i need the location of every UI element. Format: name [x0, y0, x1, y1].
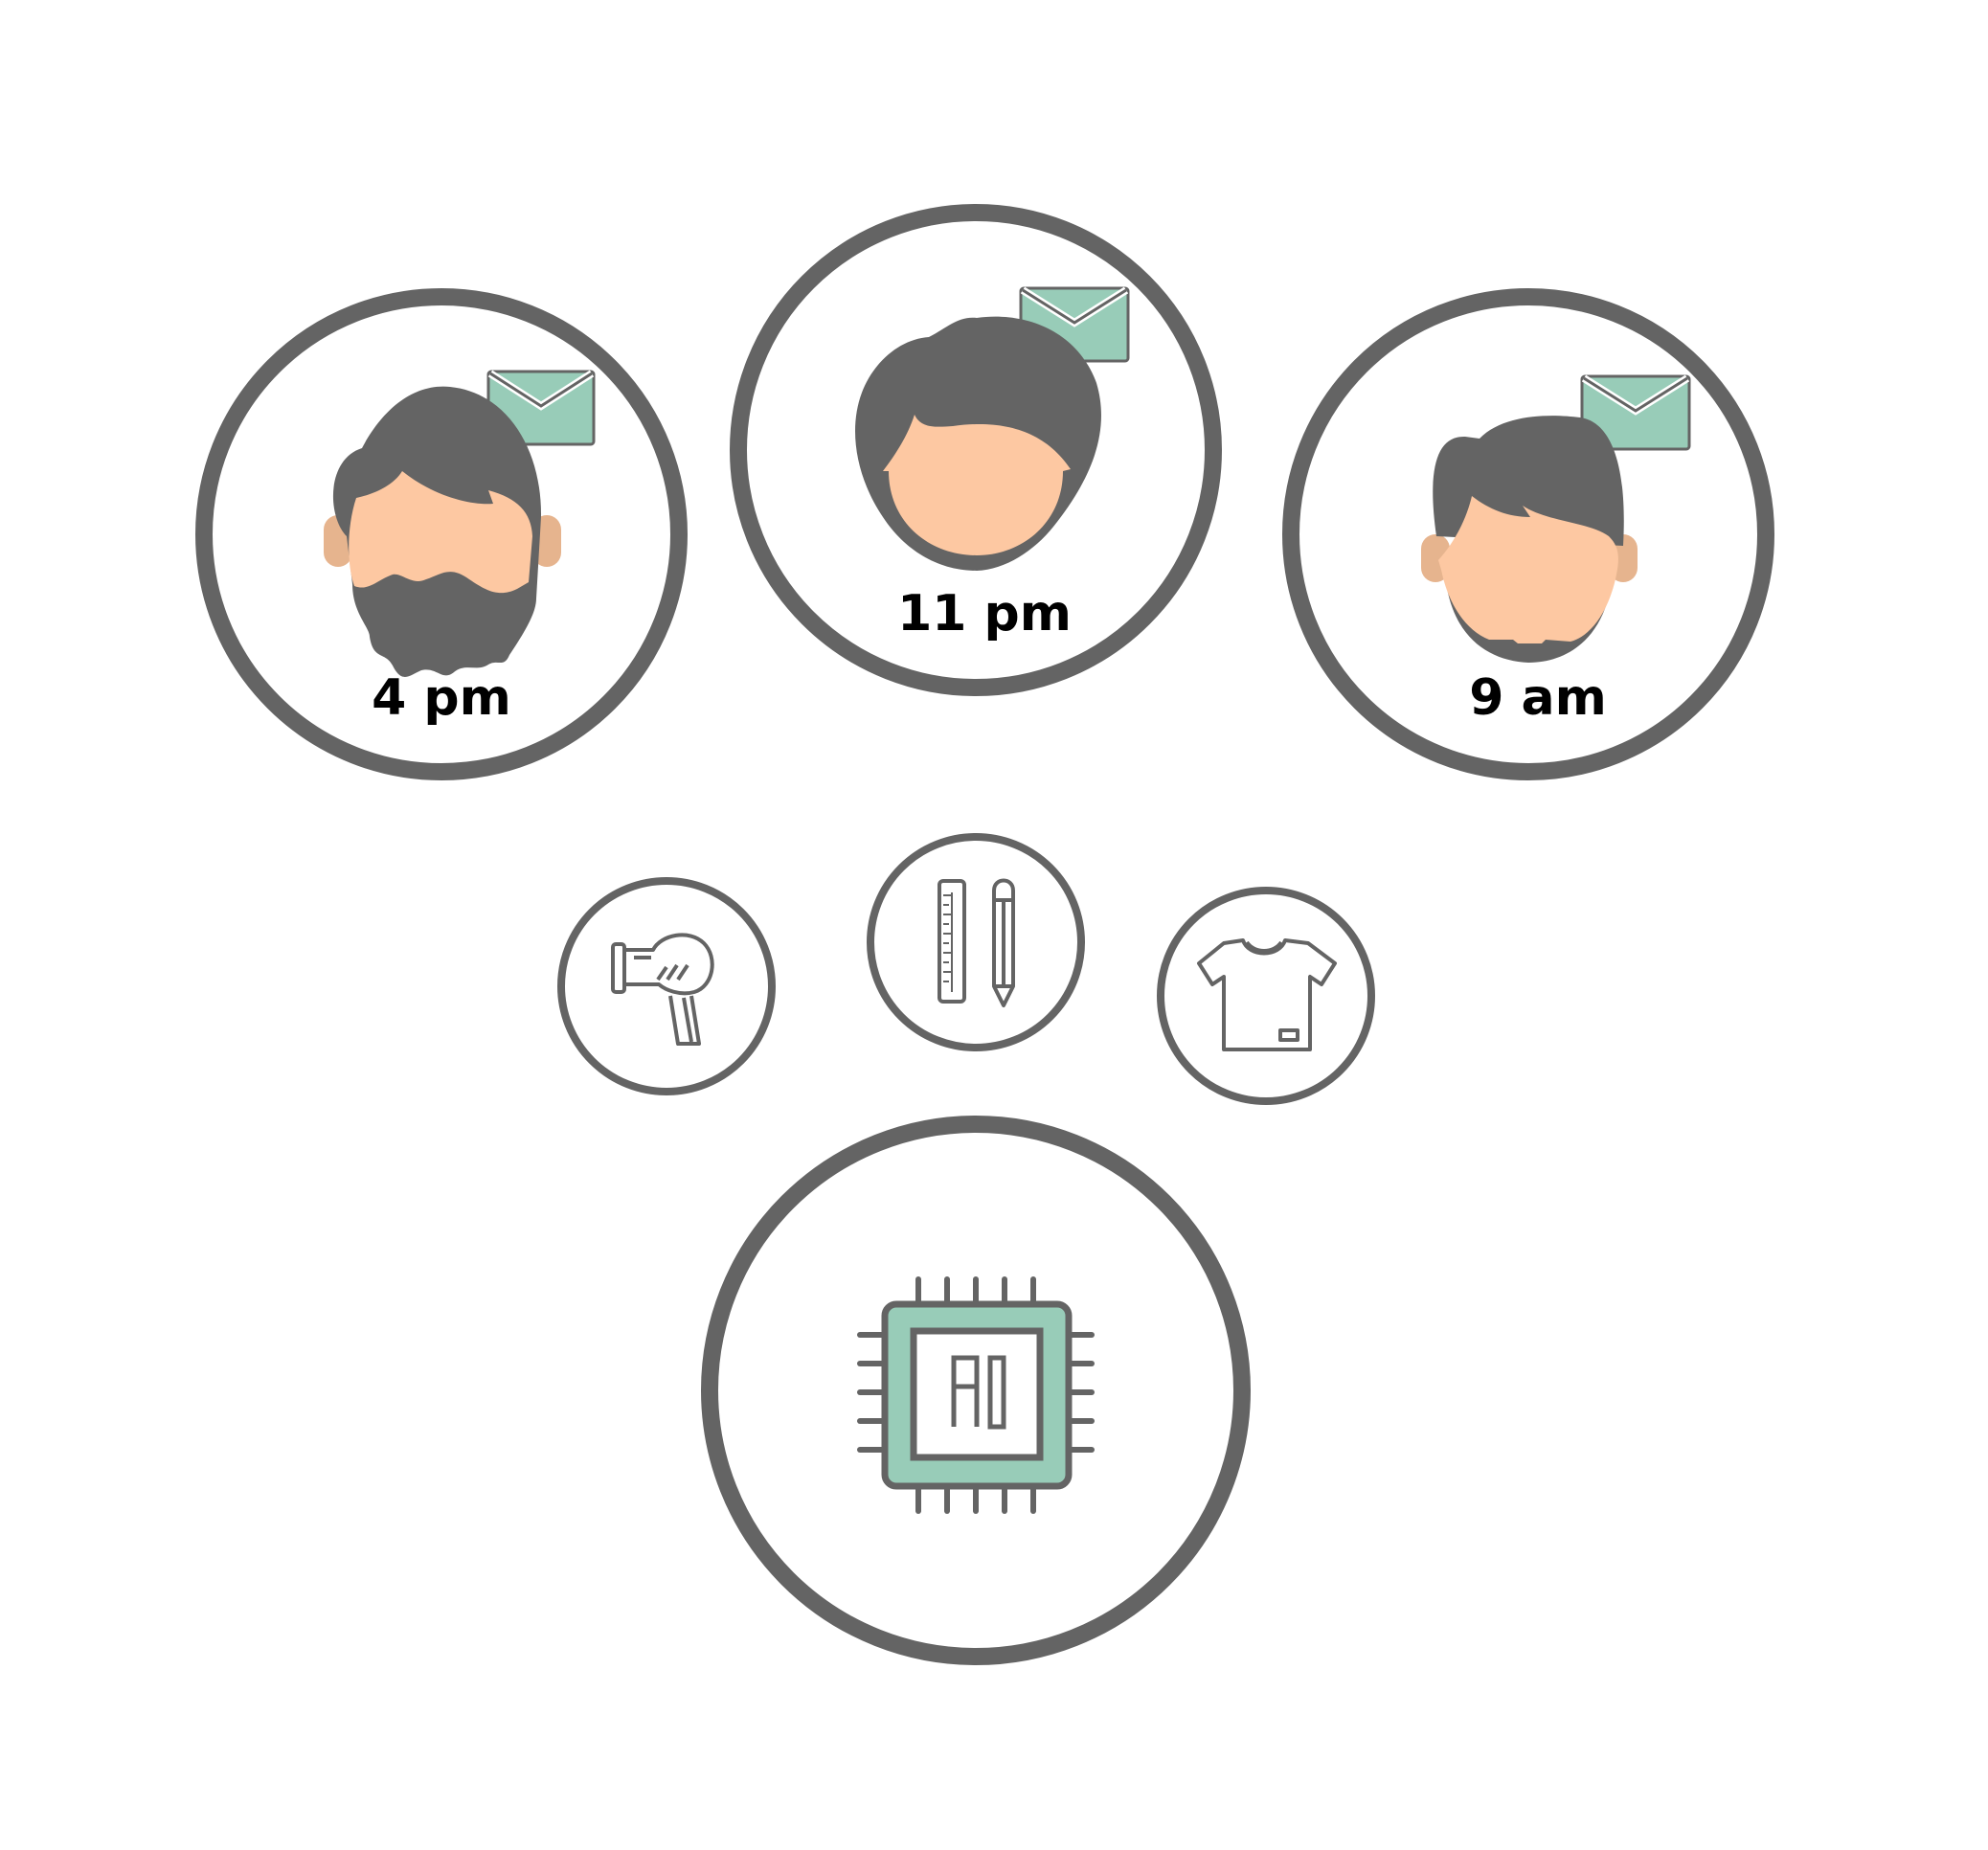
person-card-4pm: 4 pm — [195, 288, 688, 780]
man-with-bun-icon — [1421, 416, 1638, 663]
person-card-11pm: 11 pm — [730, 204, 1222, 696]
item-ring — [557, 877, 776, 1095]
time-label: 4 pm — [372, 669, 511, 727]
ai-chip-icon — [857, 1276, 1095, 1514]
person-card-9am: 9 am — [1282, 288, 1774, 780]
item-ring — [867, 833, 1085, 1051]
item-t-shirt — [1157, 887, 1375, 1105]
item-ruler-pencil — [867, 833, 1085, 1051]
time-label: 9 am — [1469, 669, 1607, 727]
t-shirt-icon — [1197, 938, 1337, 1051]
woman-short-hair-icon — [855, 316, 1101, 571]
time-label: 11 pm — [897, 585, 1072, 643]
item-hair-dryer — [557, 877, 776, 1095]
bearded-man-icon — [324, 386, 561, 677]
item-ring — [1157, 887, 1375, 1105]
envelope-icon — [1580, 374, 1691, 451]
hair-dryer-icon — [611, 933, 714, 1046]
ruler-pencil-icon — [938, 878, 1015, 1007]
ai-chip-card — [701, 1116, 1251, 1665]
